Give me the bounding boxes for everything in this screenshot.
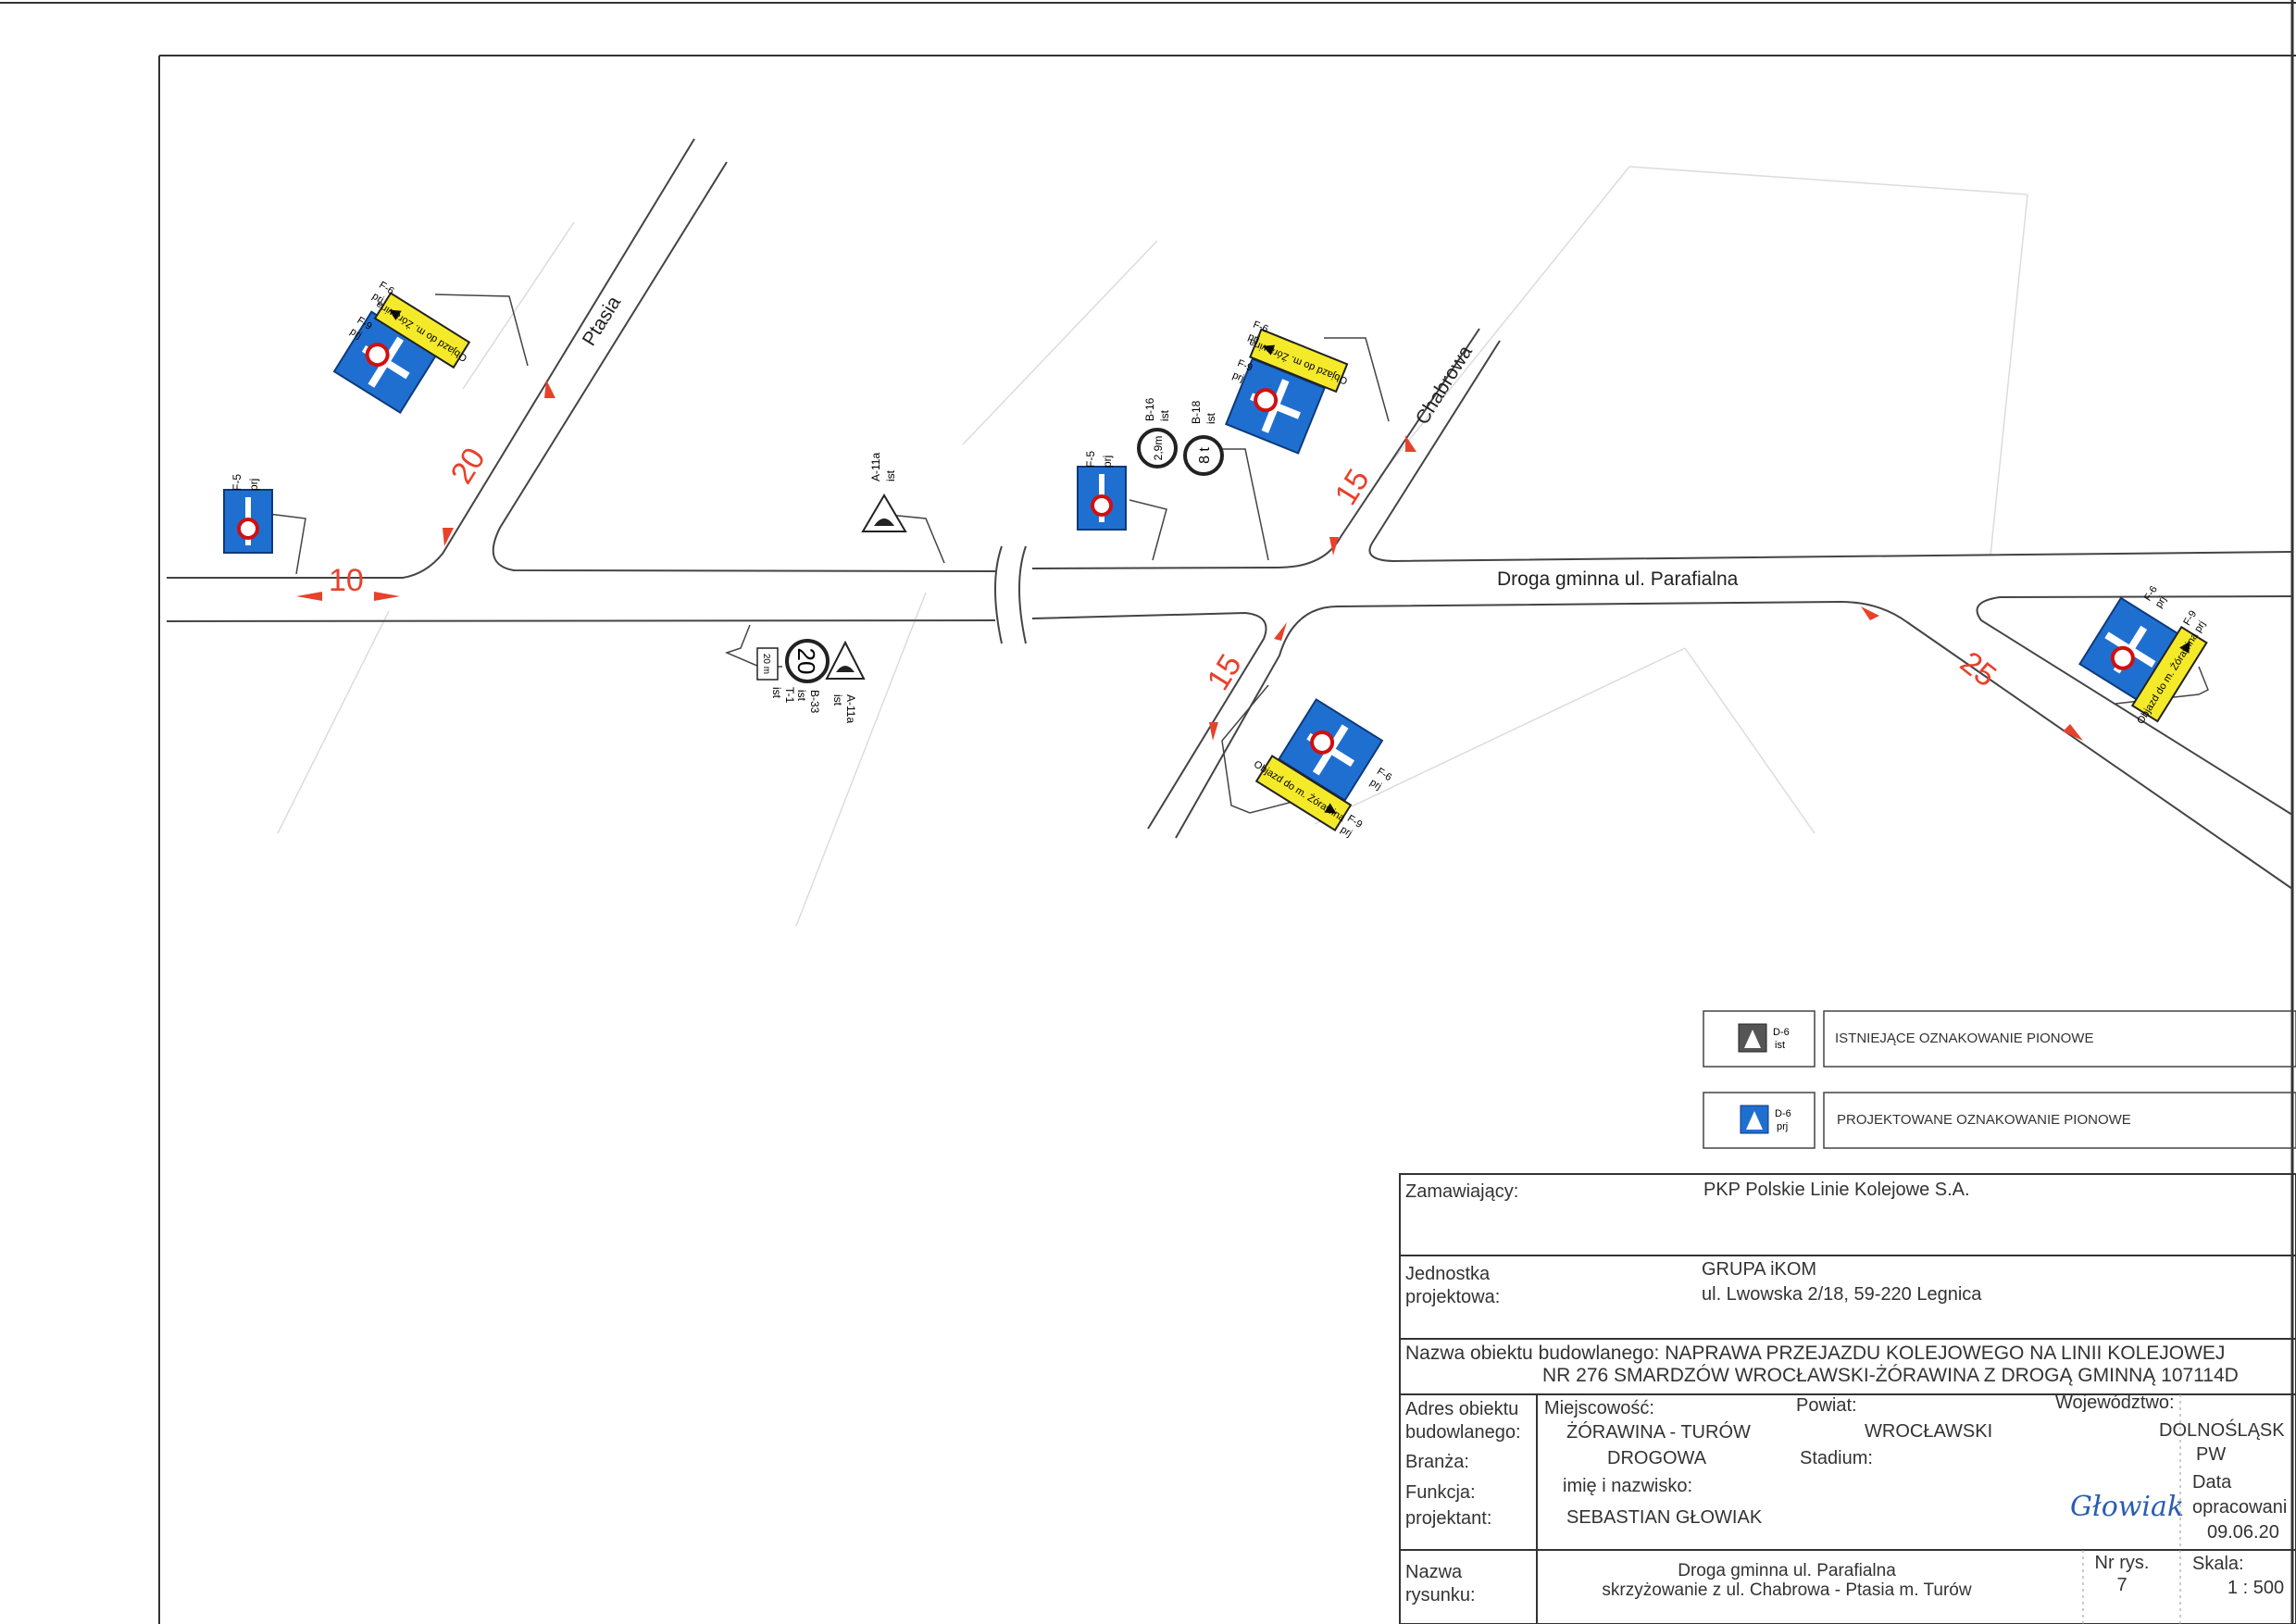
svg-text:A-11a: A-11a [844,694,857,723]
svg-text:T-1: T-1 [783,687,796,704]
svg-text:20: 20 [792,648,820,675]
legend-icon-projected: D-6 prj [1740,1105,1791,1134]
legend-boxes [1703,1010,2296,1149]
parcel-boundaries [277,166,2028,927]
svg-text:F-5: F-5 [1084,451,1097,468]
radius-label: 15 [1201,648,1249,696]
svg-text:2,9m: 2,9m [1152,436,1165,461]
radius-label: 10 [329,563,364,598]
radius-dimensions: 20 10 15 15 25 [296,380,2083,741]
field-stadium-value: PW [2196,1444,2227,1465]
svg-text:ist: ist [795,690,808,702]
title-block-grid [1399,1173,2296,1624]
sign-f6-south: Objazd do m. Żórawina F-6 prj F-9 prj [1252,697,1393,840]
field-projektant-value: SEBASTIAN GŁOWIAK [1566,1507,1763,1528]
svg-text:ist: ist [831,694,844,706]
svg-text:prj: prj [1777,1121,1788,1132]
field-branza-label: Branża: [1405,1452,1469,1472]
sign-b18: 8 t B-18 ist [1183,400,1224,476]
legend-icon-existing: D-6 ist [1738,1023,1790,1053]
sign-f6-ptasia: Objazd do m. Żórawina F-6 prj F-9 prj [331,280,470,415]
sign-f5-left: F-5 prj [222,474,274,555]
road-label-ptasia: Ptasia [579,293,626,350]
field-zamawiajacy-value: PKP Polskie Linie Kolejowe S.A. [1703,1180,1970,1200]
svg-text:A-11a: A-11a [869,453,882,481]
svg-text:20 m: 20 m [761,654,771,674]
sign-f6-chabrowa: Objazd do m. Żórawina F-6 prj F-9 prj [1224,319,1349,456]
svg-text:prj: prj [247,479,260,491]
legend-text-projected: PROJEKTOWANE OZNAKOWANIE PIONOWE [1837,1112,2131,1128]
field-branza-value: DROGOWA [1607,1448,1707,1468]
signature: Głowiak [2070,1491,2185,1523]
field-imie-label: imię i nazwisko: [1563,1476,1693,1496]
svg-text:ist: ist [770,687,783,699]
svg-text:prj: prj [1101,456,1114,468]
field-nr-rysunku: Nr rys.7 [2094,1553,2150,1595]
svg-text:prj: prj [1246,331,1261,346]
legend-text-existing: ISTNIEJĄCE OZNAKOWANIE PIONOWE [1835,1031,2093,1046]
svg-text:prj: prj [2192,618,2208,634]
sign-b16: 2,9m B-16 ist [1137,397,1178,468]
field-stadium-label: Stadium: [1800,1448,1873,1468]
road-label-chabrowa: Chabrowa [1412,342,1477,429]
svg-text:prj: prj [1231,369,1246,384]
svg-text:prj: prj [1367,777,1383,793]
radius-label: 25 [1953,644,2003,693]
field-funkcja-label: Funkcja:projektant: [1405,1482,1492,1529]
field-nazwa-obiektu: Nazwa obiektu budowlanego: NAPRAWA PRZEJ… [1405,1343,2239,1386]
field-skala: Skala:1 : 500 [2192,1554,2285,1598]
svg-text:prj: prj [2153,594,2169,610]
svg-text:D-6: D-6 [1775,1108,1791,1119]
svg-text:D-6: D-6 [1773,1027,1790,1038]
svg-text:ist: ist [884,469,897,481]
sign-a11a-north: A-11a ist [861,453,907,532]
svg-text:prj: prj [370,291,386,306]
field-zamawiajacy-label: Zamawiający: [1405,1181,1519,1202]
road-edges [166,138,2293,890]
field-miejscowosc: Miejscowość:ŻÓRAWINA - TURÓW [1544,1398,1751,1443]
svg-text:prj: prj [348,326,364,342]
road-label-main: Droga gminna ul. Parafialna [1497,568,1739,590]
svg-text:B-16: B-16 [1143,397,1156,421]
svg-text:F-6: F-6 [1252,319,1270,335]
svg-text:B-18: B-18 [1190,400,1203,424]
radius-label: 15 [1329,463,1377,511]
field-wojewodztwo: Województwo:DOLNOŚLĄSK [2055,1393,2285,1441]
svg-text:ist: ist [1158,409,1171,421]
field-powiat: Powiat:WROCŁAWSKI [1796,1395,1993,1442]
svg-text:prj: prj [1339,824,1354,840]
svg-text:B-33: B-33 [808,690,821,714]
svg-text:ist: ist [1204,412,1217,424]
svg-text:F-5: F-5 [231,474,243,491]
svg-text:F-9: F-9 [1236,357,1254,373]
sign-a11a-south: 20 20 m A-11a ist B-33 ist T-1 ist [756,639,866,723]
sign-f5-mid: F-5 prj [1076,451,1128,531]
sign-f6-east: Objazd do m. Żórawina F-6 prj F-9 prj [2078,584,2208,726]
svg-text:ist: ist [1775,1040,1785,1051]
svg-text:8 t: 8 t [1197,447,1213,464]
